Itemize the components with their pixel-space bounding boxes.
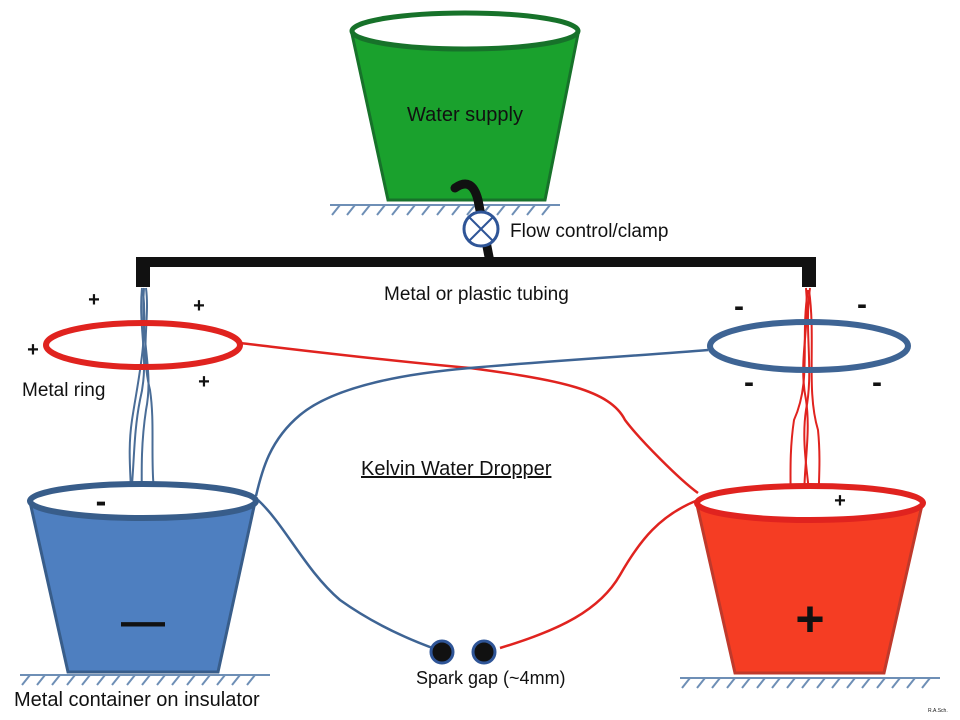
left-ring-charge-2: +: [193, 295, 205, 317]
right-ring-charge-4: -: [872, 366, 882, 399]
right-metal-ring: [707, 319, 911, 373]
initials-label: R.A.Sch.: [928, 708, 948, 714]
right-bucket: [694, 483, 926, 675]
left-bucket-body-charge: —: [121, 597, 165, 646]
right-ring-charge-1: -: [734, 290, 744, 323]
container-label: Metal container on insulator: [14, 689, 260, 711]
flow-control-valve-icon: [462, 210, 500, 248]
water-supply-label: Water supply: [407, 104, 523, 126]
left-bucket: [27, 481, 259, 674]
left-ring-charge-4: +: [198, 371, 210, 393]
flow-control-label: Flow control/clamp: [510, 221, 668, 242]
diagram-title: Kelvin Water Dropper: [361, 458, 552, 480]
water-supply-bucket: [349, 10, 581, 202]
supply-ground: [330, 204, 560, 216]
left-ring-charge-3: +: [27, 339, 39, 361]
supply-outlet-tube: [450, 179, 495, 267]
spark-electrode-right: [471, 639, 497, 665]
blue-spark-wire: [257, 499, 439, 652]
metal-ring-label: Metal ring: [22, 380, 105, 401]
red-spark-wire: [499, 498, 699, 650]
blue-cross-wire: [254, 348, 709, 497]
left-bucket-rim-charge: -: [96, 483, 107, 519]
tubing-label: Metal or plastic tubing: [384, 284, 569, 305]
left-ring-charge-1: +: [88, 289, 100, 311]
right-bucket-body-charge: +: [795, 591, 824, 647]
left-metal-ring: [43, 320, 243, 370]
right-bucket-rim-charge: +: [834, 490, 846, 512]
spark-gap-label: Spark gap (~4mm): [416, 668, 566, 688]
red-cross-wire: [239, 341, 699, 495]
left-ground: [20, 674, 270, 686]
right-ring-charge-2: -: [857, 288, 867, 321]
right-ring-charge-3: -: [744, 366, 754, 399]
tubing: [136, 257, 816, 287]
spark-electrode-left: [429, 639, 455, 665]
right-ground: [680, 677, 940, 689]
